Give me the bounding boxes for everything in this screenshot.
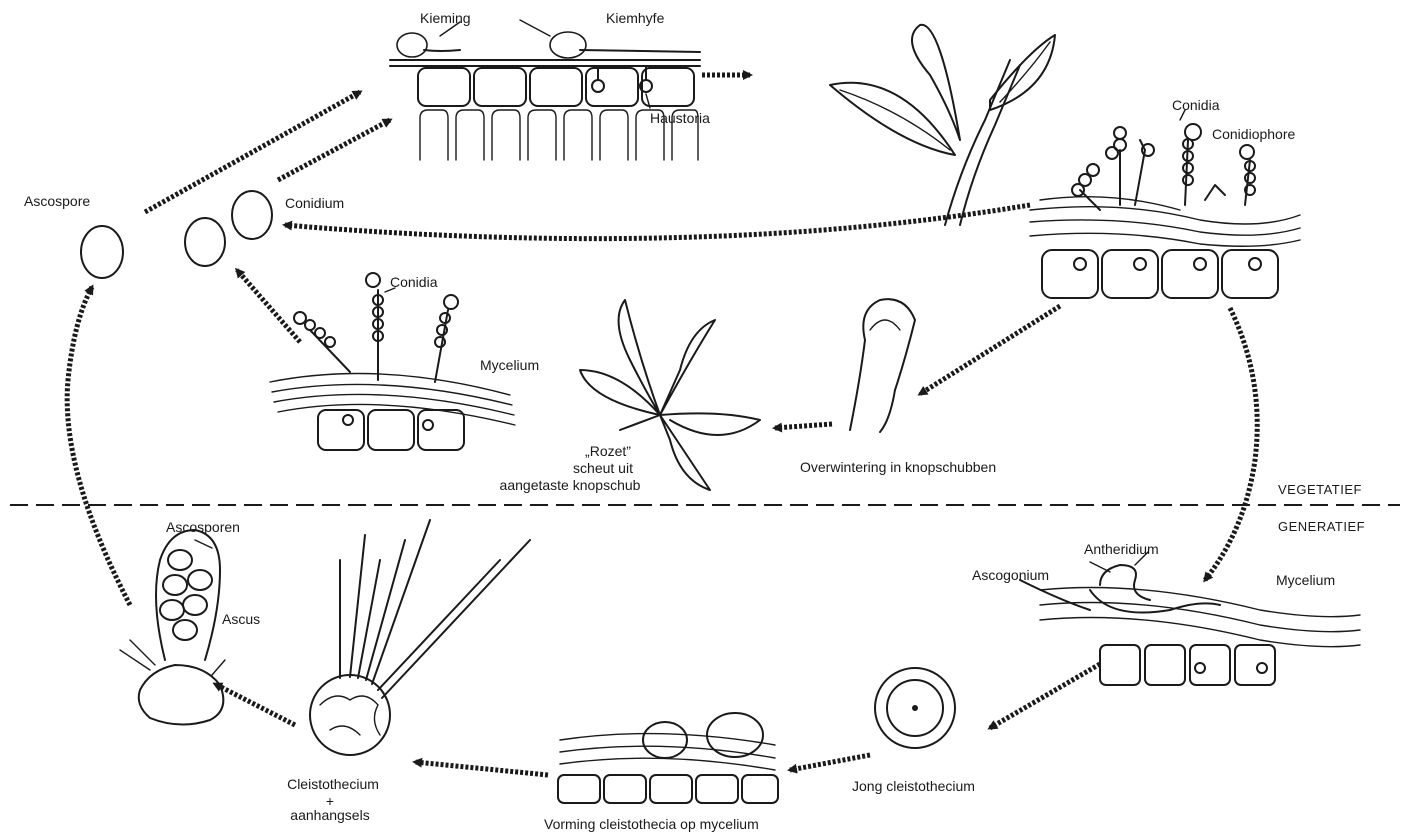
arrow-to-formation (790, 755, 870, 770)
label-ascus: Ascus (222, 611, 260, 627)
label-rozet-line1: „Rozet” (568, 443, 648, 459)
arrow-to-mature-cleistothecium (415, 762, 548, 775)
arrow-to-conidium (285, 205, 1030, 239)
label-ascogonium: Ascogonium (972, 567, 1049, 583)
mycelium-with-conidia-illustration (270, 273, 515, 450)
germination-on-leaf-illustration (390, 20, 700, 160)
label-kieming: Kieming (420, 10, 471, 26)
label-haustoria: Haustoria (650, 110, 710, 126)
ascospore-cell (81, 226, 123, 278)
label-conidiophore: Conidiophore (1212, 126, 1295, 142)
conidium-cell-2 (232, 191, 272, 239)
arrow-ascus-to-ascospore (67, 287, 130, 605)
mature-cleistothecium-illustration (310, 520, 530, 755)
arrow-to-young-cleistothecium (990, 664, 1100, 728)
label-ascosporen: Ascosporen (166, 519, 240, 535)
label-conidia-mid: Conidia (390, 274, 437, 290)
arrow-to-ascus (215, 684, 295, 725)
arrow-conidia-to-conidium (237, 270, 300, 342)
label-kiemhyfe: Kiemhyfe (606, 10, 664, 26)
label-rozet-line3: aangetaste knopschub (475, 477, 665, 493)
label-overwintering: Overwintering in knopschubben (800, 459, 996, 475)
infected-plant-illustration (830, 25, 1055, 225)
label-vegetatief: VEGETATIEF (1278, 482, 1362, 498)
label-jong-cleistothecium: Jong cleistothecium (852, 778, 975, 794)
label-antheridium: Antheridium (1084, 541, 1159, 557)
arrow-conidiophore-to-bud (920, 306, 1060, 394)
label-cleistothecium-line1: Cleistothecium (268, 776, 398, 792)
label-generatief: GENERATIEF (1278, 519, 1365, 535)
conidium-cell-1 (185, 218, 225, 266)
label-mycelium-mid: Mycelium (480, 357, 539, 373)
overwintering-bud-illustration (850, 299, 915, 432)
label-conidia-top: Conidia (1172, 97, 1219, 113)
label-conidium: Conidium (285, 195, 344, 211)
label-ascospore: Ascospore (24, 193, 90, 209)
label-cleistothecium-line3: aanhangsels (270, 807, 390, 823)
label-mycelium-right: Mycelium (1276, 572, 1335, 588)
arrow-to-generative (1205, 308, 1257, 580)
label-vorming: Vorming cleistothecia op mycelium (544, 816, 759, 832)
arrow-bud-to-rozet (775, 424, 832, 428)
young-cleistothecium-illustration (875, 668, 955, 748)
label-rozet-line2: scheut uit (548, 460, 658, 476)
ascus-illustration (120, 530, 225, 725)
cleistothecia-formation-illustration (558, 713, 778, 803)
